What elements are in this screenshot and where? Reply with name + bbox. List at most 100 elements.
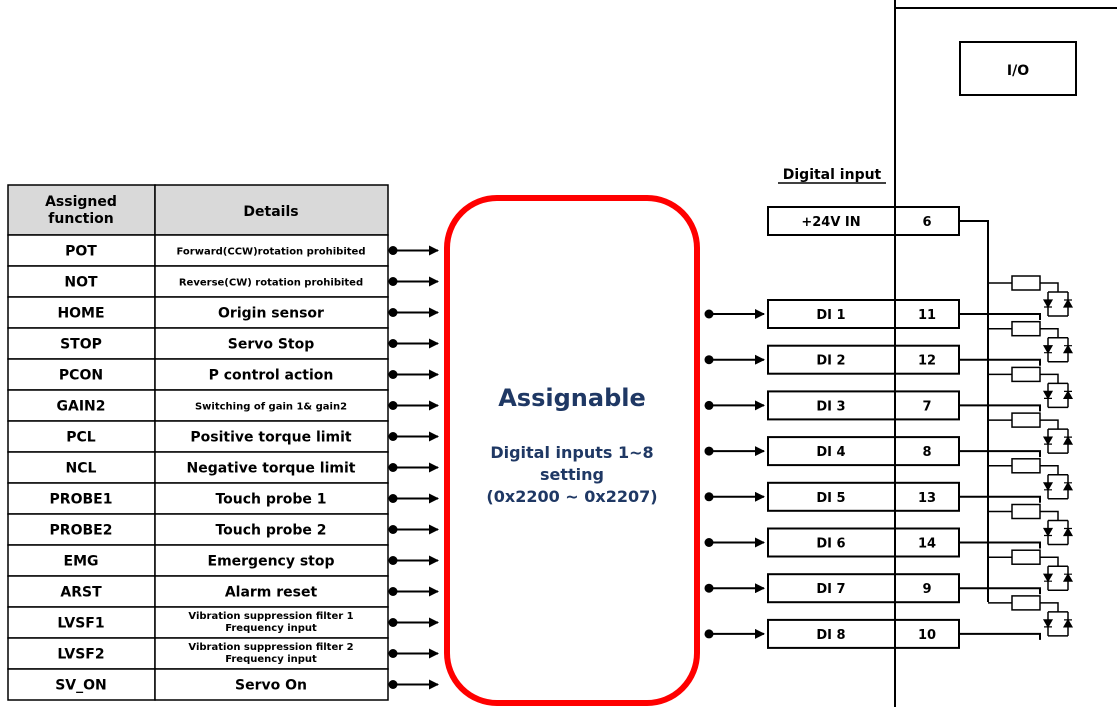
table-row: EMG Emergency stop xyxy=(7,544,389,577)
diode-down-icon xyxy=(1042,436,1054,446)
diode-bridge-frame xyxy=(1047,382,1069,409)
function-details: Forward(CCW)rotation prohibited xyxy=(177,247,366,258)
function-name: NCL xyxy=(66,461,97,477)
resistor-icon xyxy=(1011,412,1041,428)
optocoupler xyxy=(988,366,1074,409)
function-cell xyxy=(7,668,156,701)
di-signal-wire xyxy=(959,632,1041,640)
resistor-wire xyxy=(1040,510,1059,521)
function-details: Origin sensor xyxy=(218,306,324,322)
function-name: EMG xyxy=(64,554,99,570)
function-name: PROBE2 xyxy=(50,523,113,539)
function-connector xyxy=(388,679,439,690)
function-connector xyxy=(388,586,439,597)
io-box-label: I/O xyxy=(1007,63,1029,79)
optocoupler xyxy=(988,503,1074,546)
resistor-wire xyxy=(1040,419,1059,430)
di-label-box xyxy=(767,436,896,467)
di-label: DI 1 xyxy=(816,308,845,323)
details-cell xyxy=(154,606,389,639)
assignable-line-3: (0x2200 ~ 0x2207) xyxy=(486,487,657,506)
function-connector xyxy=(388,369,439,380)
function-name: PCON xyxy=(59,368,103,384)
details-cell xyxy=(154,575,389,608)
diode-down-icon xyxy=(1042,573,1054,583)
optocoupler xyxy=(988,412,1074,454)
header-function-line-2: function xyxy=(48,211,113,227)
optocoupler-circuits xyxy=(988,275,1074,637)
diode-up-icon xyxy=(1062,618,1074,628)
diode-bridge-frame xyxy=(1047,474,1069,500)
function-connector xyxy=(388,555,439,566)
di-pin-box xyxy=(894,481,960,512)
di-pin: 10 xyxy=(918,628,936,643)
diode-bridge-frame xyxy=(1047,428,1069,454)
di-pin: 11 xyxy=(918,308,936,323)
function-details: Emergency stop xyxy=(208,554,335,570)
header-function-line-1: Assigned xyxy=(45,194,117,210)
diode-up-icon xyxy=(1062,435,1074,445)
di-pin-box xyxy=(894,299,960,329)
function-details: P control action xyxy=(209,368,334,384)
diode-bridge-frame xyxy=(1047,291,1069,317)
details-cell xyxy=(154,451,389,484)
header-details: Details xyxy=(243,204,298,220)
di-pin-box xyxy=(894,390,960,421)
function-connector xyxy=(388,245,439,256)
resistor-icon xyxy=(1011,549,1041,565)
details-cell xyxy=(154,327,389,360)
di-label-box xyxy=(767,618,896,649)
resistor-wire xyxy=(1040,602,1059,612)
resistor-icon xyxy=(1011,503,1041,520)
optocoupler xyxy=(988,275,1074,317)
di-signal-wire xyxy=(959,450,1041,458)
assignable-title: Assignable xyxy=(498,384,646,412)
diode-up-icon xyxy=(1062,481,1074,491)
diode-bridge-frame xyxy=(1047,336,1069,363)
diode-bridge-frame xyxy=(1047,611,1069,637)
optocoupler xyxy=(988,320,1074,363)
di-label: DI 5 xyxy=(816,491,845,506)
di-label: DI 4 xyxy=(816,445,845,460)
function-name: PROBE1 xyxy=(50,492,113,508)
di-signal-wire xyxy=(959,495,1041,503)
function-name: ARST xyxy=(60,585,102,601)
function-connector xyxy=(388,431,439,442)
di-signal-wire xyxy=(959,541,1041,549)
common-supply-bus xyxy=(959,220,989,602)
optocoupler xyxy=(988,595,1074,637)
di-label: DI 3 xyxy=(816,399,845,414)
function-cell xyxy=(7,451,156,484)
diode-down-icon xyxy=(1042,299,1054,309)
details-cell xyxy=(154,296,389,329)
function-connector xyxy=(388,338,439,349)
assignable-line-1: Digital inputs 1~8 xyxy=(490,443,653,462)
resistor-wire xyxy=(1040,556,1059,567)
resistor-icon xyxy=(1011,275,1041,291)
di-signal-wire xyxy=(959,404,1041,412)
function-details-line-1: Vibration suppression filter 1 xyxy=(188,611,353,622)
details-cell xyxy=(154,265,389,298)
di-pin-box xyxy=(894,618,960,649)
function-cell xyxy=(7,389,156,422)
di-label-box xyxy=(767,344,896,375)
di-row: DI 1 11 xyxy=(704,299,1041,329)
header-function-cell xyxy=(7,184,156,236)
details-cell xyxy=(154,389,389,422)
function-details: Switching of gain 1& gain2 xyxy=(195,402,347,413)
io-box xyxy=(959,41,1077,96)
